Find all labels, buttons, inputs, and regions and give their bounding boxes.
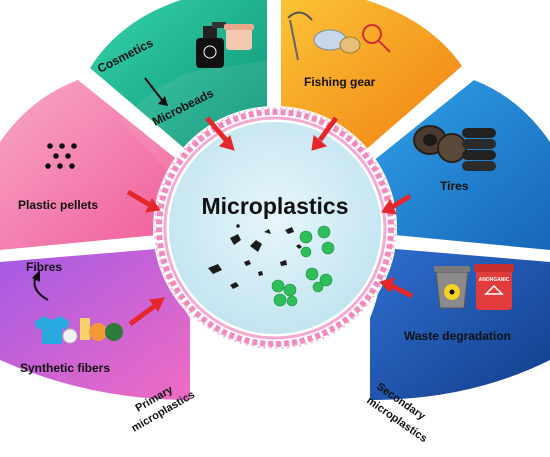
fragments-icon xyxy=(208,224,302,289)
red-arrows xyxy=(126,116,414,327)
cream-jar-icon xyxy=(224,24,254,50)
arrow-cosmetics xyxy=(205,116,235,151)
cosmetics-arrow xyxy=(144,77,168,106)
tshirt-icon xyxy=(34,316,70,344)
fibres-arrow xyxy=(32,270,49,301)
label-plastic-pellets: Plastic pellets xyxy=(18,198,98,212)
sector-plastic-pellets xyxy=(0,80,190,250)
arrow-fishing xyxy=(311,116,339,151)
bin-label: ANORGANIC xyxy=(479,277,510,283)
label-tires: Tires xyxy=(440,179,469,193)
microbeads-icon xyxy=(271,225,335,307)
plastic-pellets-icon xyxy=(45,143,77,169)
label-fibres: Fibres xyxy=(26,260,62,274)
sector-tires xyxy=(362,80,550,250)
tires-icon xyxy=(413,125,496,171)
arrow-fibers xyxy=(128,297,165,327)
label-fishing-gear: Fishing gear xyxy=(304,75,376,89)
label-synthetic-fibers: Synthetic fibers xyxy=(20,361,110,375)
arrow-pellets xyxy=(126,189,161,213)
lace-border xyxy=(154,107,396,349)
arrow-waste xyxy=(379,277,414,299)
trash-bin-icon xyxy=(434,266,470,309)
label-waste-degradation: Waste degradation xyxy=(404,329,511,343)
yarn-spools-icon xyxy=(62,318,123,344)
spray-bottle-icon xyxy=(196,22,226,68)
center-title: Microplastics xyxy=(202,193,349,219)
recycle-bin-icon: ANORGANIC xyxy=(474,264,514,310)
arrow-tires xyxy=(381,193,412,215)
fishing-gear-icon xyxy=(287,11,391,61)
